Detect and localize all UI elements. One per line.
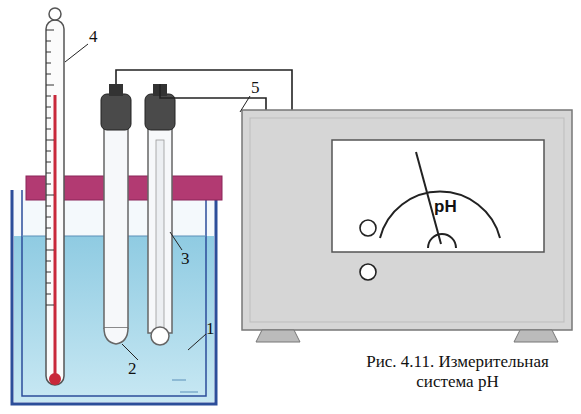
callout-number: 5 bbox=[251, 79, 260, 96]
glass-electrode bbox=[101, 84, 131, 344]
reference-electrode bbox=[145, 84, 175, 345]
callout-number: 2 bbox=[128, 360, 137, 377]
thermometer bbox=[46, 8, 64, 385]
ph-meter bbox=[242, 110, 572, 342]
scale-label: pH bbox=[434, 198, 457, 215]
leader-line bbox=[65, 44, 250, 360]
callout-number: 3 bbox=[181, 250, 190, 267]
callout-number: 1 bbox=[206, 320, 215, 337]
callout-number: 4 bbox=[89, 28, 98, 45]
figure-caption: Рис. 4.11. Измерительная система pH bbox=[350, 352, 565, 393]
